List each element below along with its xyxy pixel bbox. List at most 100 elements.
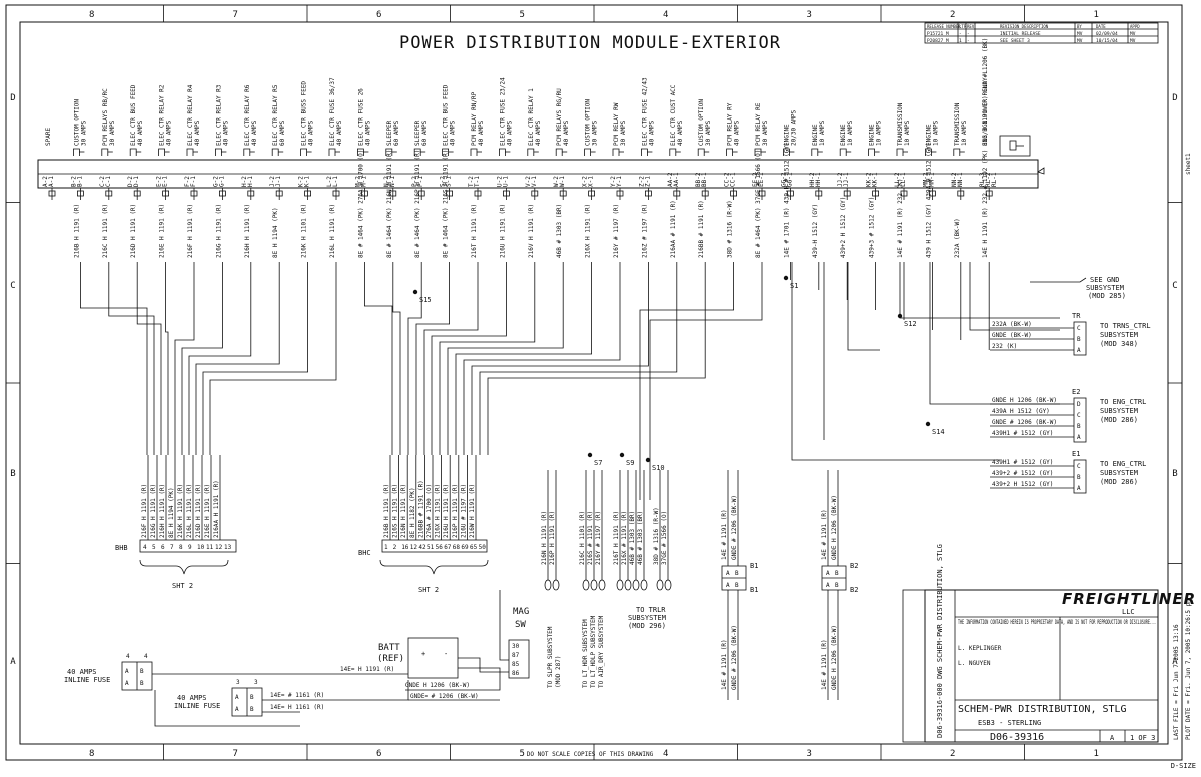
connector-wire-label: GNDE (BK-W) [992, 332, 1032, 339]
zone-row-left: A [10, 657, 16, 667]
route-wire [364, 262, 393, 455]
rev-cell: 02/09/04 [1096, 31, 1118, 37]
slot-pin: LL-1 [900, 172, 907, 187]
subsystem-wire-label: 216S # 1191 (R) [587, 511, 594, 565]
bhc-wire-label: 216BB # 1191 (R) [417, 480, 424, 538]
zone-col-top: 6 [376, 10, 381, 20]
slot-wire-label: 216X H 1191 (R) [585, 204, 592, 258]
slot-wire-label: 216E H 1191 (R) [159, 204, 166, 258]
zone-col-bottom: 8 [89, 749, 94, 759]
rev-cell: SEE SHEET 3 [1000, 38, 1030, 44]
fuse-symbol [243, 148, 251, 156]
fuse-symbol [442, 148, 449, 156]
slot-amps: 30 AMPS [109, 120, 116, 146]
b-wire-label: GNDE # 1206 (BK-W) [731, 495, 738, 560]
slot-terminal [133, 190, 141, 197]
connector-wire-label: GNDE # 1206 (BK-W) [992, 419, 1057, 426]
fuse-symbol [612, 148, 620, 156]
battery-ref: (REF) [377, 654, 404, 664]
slot-wire-label: 216Z # 1197 (R) [641, 204, 648, 258]
relay-symbol [999, 135, 1031, 157]
slot-pin: EE-1 [758, 172, 765, 187]
bhc-wire-label: 216X H 1191 (R) [435, 484, 442, 538]
fuse-symbol [300, 148, 307, 156]
slot-label: ELEC CTR RELAY R5 [272, 84, 279, 146]
subsystem-wire-label: 46B # 1303 (BR) [637, 511, 644, 565]
bhc-wire-label: 276A # 1700 (O) [426, 484, 433, 538]
bhb-wire-label: 216E H 1191 (R) [204, 484, 211, 538]
slot-terminal [843, 190, 851, 197]
fuse-pin: B [140, 668, 144, 675]
zone-row-left: C [10, 281, 15, 291]
slot-wire-label: 216Y # 1197 (R) [613, 204, 620, 258]
fuse-symbol [527, 148, 535, 156]
slot-amps: 10 AMPS [819, 120, 826, 146]
route-wire [202, 262, 308, 455]
fuse-name: INLINE FUSE [174, 702, 220, 710]
route-wire [136, 262, 162, 455]
slot-pin: K-2 [298, 176, 305, 187]
slot-wire-label: 8E H 1194 (PK) [272, 207, 279, 258]
fuse-symbol [129, 148, 137, 156]
slot-amps: 40 AMPS [478, 120, 485, 146]
slot-pin: A-1 [48, 176, 55, 187]
fuse-symbol [896, 148, 904, 156]
slot-pin: A-2 [42, 176, 49, 187]
slot-wire-label: 439+2 H 1512 (GY) [840, 197, 847, 258]
slot-pin: HH-1 [815, 172, 822, 187]
bhb-pin: 6 [161, 544, 165, 551]
slot-wire-label: 8E # 1464 (PK) 216S H 1191 (R) [443, 150, 450, 258]
bhc-pin: 1 [384, 544, 388, 551]
fuse-symbol [413, 148, 421, 156]
rev-cell: INITIAL RELEASE [1000, 31, 1041, 37]
rev-cell: 1 [959, 38, 962, 44]
slot-pin: CC-1 [730, 172, 737, 187]
bhb-pin: 4 [143, 544, 147, 551]
fuse-pin: B [250, 706, 254, 713]
wire-terminal [598, 579, 606, 591]
trunk [847, 262, 880, 351]
fuse-symbol [555, 148, 563, 156]
slot-pin: G-2 [212, 176, 219, 187]
rev-cell: P15721 M [927, 31, 949, 37]
slot-pin: N-1 [389, 176, 396, 187]
fuse-pin: A [235, 706, 239, 713]
fuse-symbol [186, 148, 194, 156]
wire-terminal [552, 579, 560, 591]
slot-label: ENGINE [783, 124, 790, 146]
zone-col-bottom: 5 [520, 749, 525, 759]
slot-pin: V-1 [531, 176, 538, 187]
connector-pin: B [1077, 336, 1081, 343]
connector-wire-label: 439A H 1512 (GY) [992, 408, 1050, 415]
battery-wire-label: 14E= H 1161 (R) [270, 704, 324, 711]
fuse-symbol [669, 148, 677, 156]
slot-pin: E-1 [162, 176, 169, 187]
fuse-num: 4 [126, 653, 130, 660]
fuse-amps: 40 AMPS [177, 694, 207, 702]
slot-label: ELEC CTR BUS FEED [443, 84, 450, 146]
splice-label: S1 [790, 282, 798, 290]
b-wire-label: GNDE H 1206 (BK-W) [831, 495, 838, 560]
connector-wire-label: 439+2 H 1512 (GY) [992, 481, 1053, 488]
slot-pin: H-1 [247, 176, 254, 187]
slot-terminal [872, 190, 879, 197]
slot-amps: 60 AMPS [421, 120, 428, 146]
fuse-num: 3 [254, 679, 258, 686]
route-wire [639, 262, 734, 500]
bhc-wire-label: 216N H 1191 (R) [400, 484, 407, 538]
slot-pin: M-1 [360, 176, 367, 187]
connector-id: B1 [750, 586, 758, 594]
fuse-pin: A [125, 668, 129, 675]
